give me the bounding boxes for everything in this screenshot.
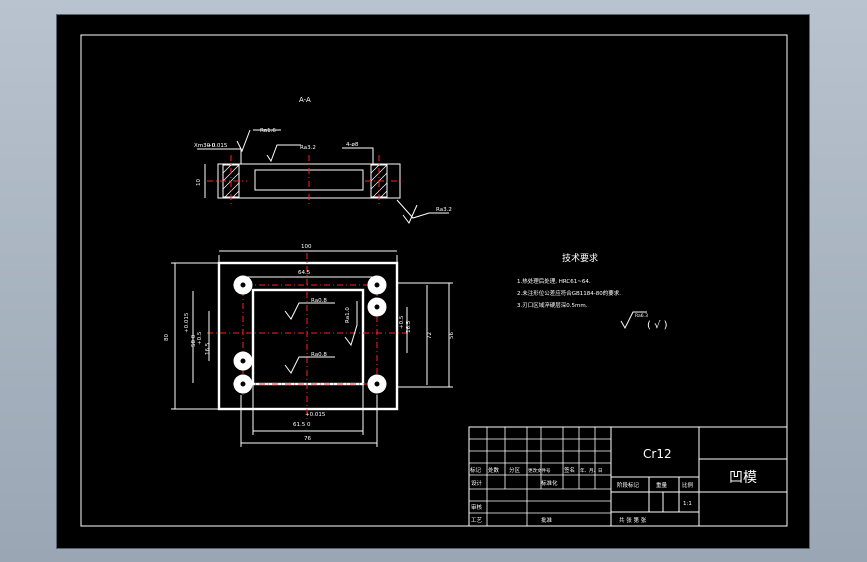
dim-left: Xm30 0	[194, 143, 216, 149]
tb-weight-label: 重量	[656, 481, 668, 489]
note-line-3: 3.刃口区域淬硬层深0.5mm.	[517, 301, 588, 309]
drawing-border	[80, 34, 788, 527]
tb-label-mark: 标记	[470, 466, 482, 474]
dim-width-100: 100	[301, 244, 312, 250]
roughness-upper: Ra0.8	[311, 298, 327, 304]
section-view	[197, 129, 449, 224]
notes-roughness: Ra6.3	[635, 313, 648, 319]
title-block	[468, 426, 788, 527]
tb-approve: 批准	[541, 516, 553, 524]
material-cr12: Cr12	[643, 447, 672, 461]
tb-scale-value: 1:1	[683, 501, 692, 507]
tb-standard: 标准化	[541, 479, 558, 487]
dim-left-tol: +0.015	[184, 312, 190, 333]
dim-bottom-76: 76	[304, 436, 311, 442]
tb-label-date: 年、月、日	[580, 467, 603, 474]
dim-right-72: 72	[427, 332, 433, 339]
roughness-ra32-low: Ra3.2	[436, 207, 452, 213]
dim-bottom-61-5: 61.5 0	[293, 422, 311, 428]
dim-left-tol: +0.015	[207, 143, 228, 149]
dim-4-holes: 4-ø8	[346, 142, 359, 148]
note-line-1: 1.热处理后处理, HRC61~64.	[517, 277, 591, 285]
plan-holes	[233, 275, 387, 394]
note-line-2: 2.未注形位公差应符合GB1184-80的要求.	[517, 289, 621, 297]
dim-left-small: 16.5	[205, 342, 211, 355]
tb-label-sign: 签名	[564, 466, 575, 474]
dim-left-small-tol: +0.5	[197, 331, 203, 345]
dim-inner-64-5: 64.5	[298, 270, 311, 276]
dim-left-80: 80	[164, 334, 170, 341]
tb-label-count: 处数	[488, 466, 500, 474]
dim-right-56: 56	[449, 332, 455, 339]
plan-view	[171, 250, 453, 447]
tb-design: 设计	[471, 479, 483, 487]
tb-sheets: 共 张 第 张	[619, 516, 647, 524]
roughness-ra16: Ra1.6	[260, 128, 276, 134]
part-name: 凹模	[729, 470, 757, 486]
tb-stage-label: 阶段标记	[617, 481, 640, 489]
roughness-ra32-mid: Ra3.2	[300, 145, 316, 151]
roughness-vertical: Ra1.0	[345, 307, 351, 323]
dim-bottom-tol: +0.015	[305, 412, 326, 418]
dim-right-small-tol: +0.5	[399, 315, 405, 329]
roughness-lower: Ra0.8	[311, 352, 327, 358]
cad-viewport[interactable]: A-A +0.015 Xm30 0	[56, 14, 810, 549]
notes-title: 技术要求	[562, 252, 598, 264]
tb-label-zone: 分区	[509, 466, 521, 474]
notes-roughness-paren: ( √ )	[647, 320, 668, 331]
section-title: A-A	[299, 96, 311, 104]
roughness-symbol	[620, 311, 647, 330]
tb-process: 工艺	[471, 517, 483, 524]
drawing-canvas: A-A +0.015 Xm30 0	[80, 34, 788, 527]
tb-label-change: 更改文件号	[528, 467, 551, 474]
dim-left-58: 58 0	[191, 334, 197, 347]
dim-height: 10	[196, 179, 202, 186]
dim-right-small: 16.5	[406, 320, 412, 333]
tb-review: 审核	[471, 503, 483, 511]
tb-scale-label: 比例	[682, 481, 694, 489]
